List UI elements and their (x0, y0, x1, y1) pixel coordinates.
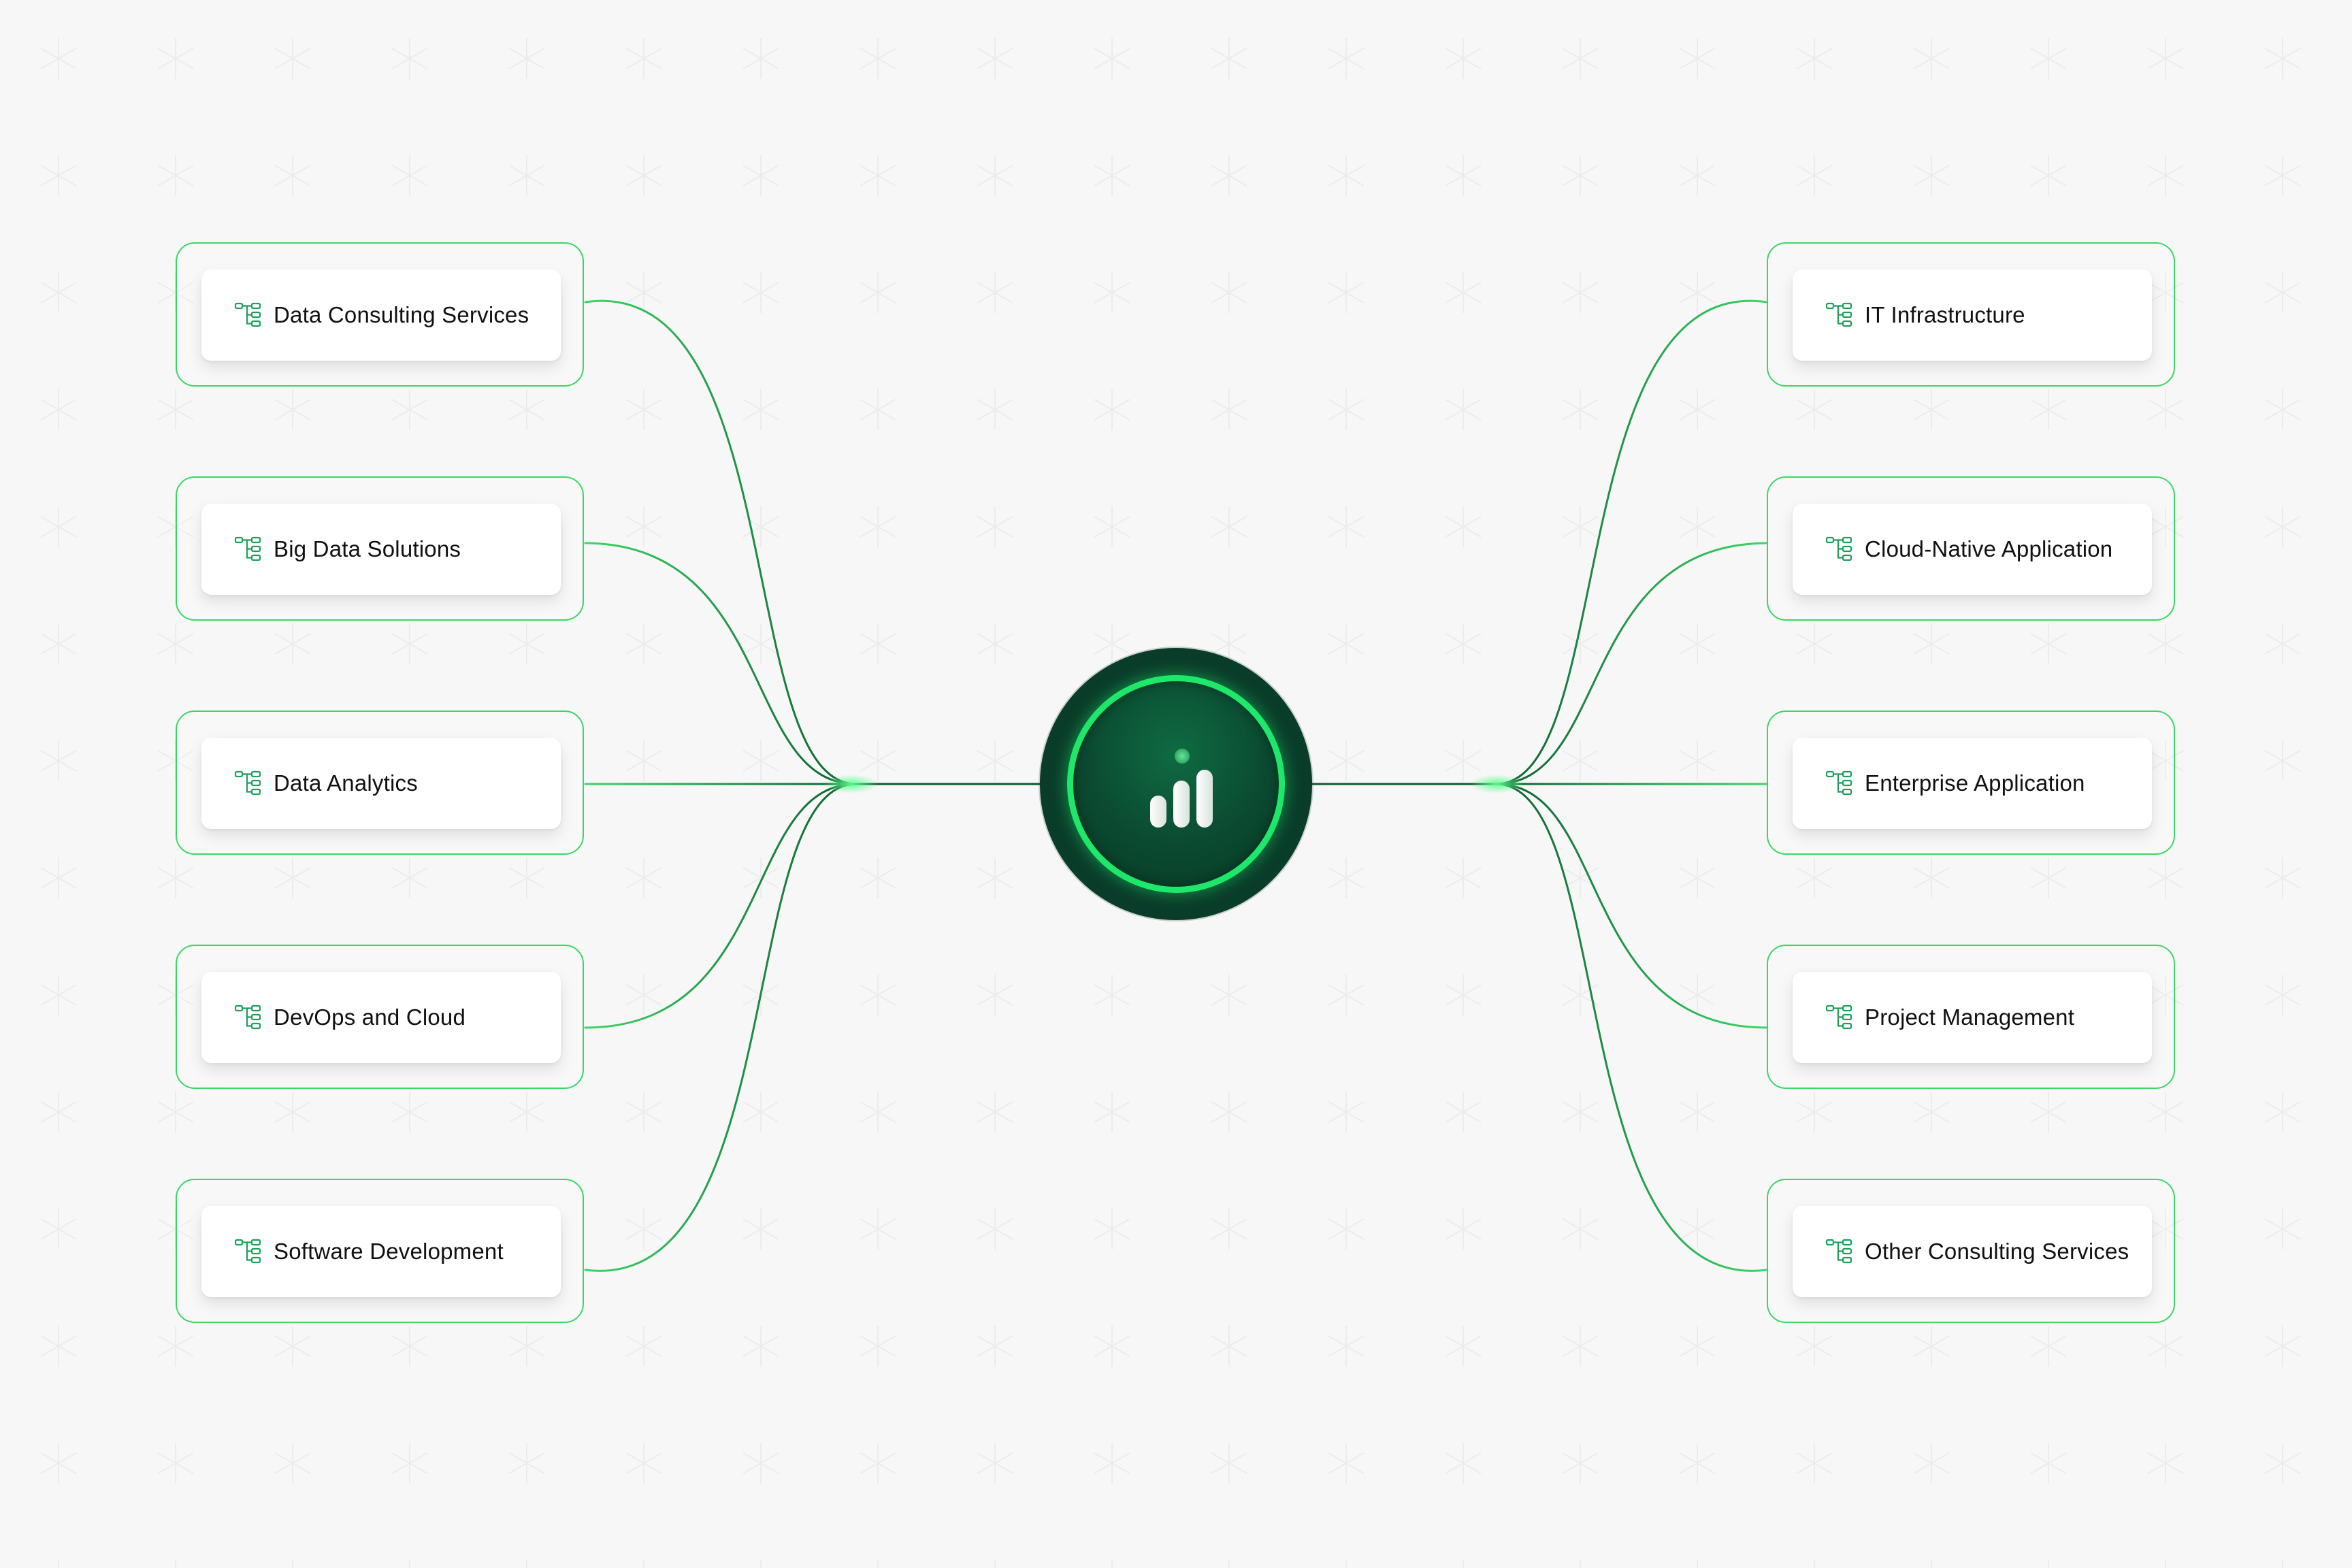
node-card[interactable]: Big Data Solutions (201, 504, 561, 595)
node-project-management: Project Management (1767, 945, 2175, 1089)
node-label: Data Analytics (274, 770, 418, 796)
hierarchy-icon (1825, 1004, 1852, 1030)
hub-ring (1067, 675, 1285, 893)
node-card[interactable]: DevOps and Cloud (201, 972, 561, 1063)
connector-devops-and-cloud (584, 783, 858, 1029)
connector-project-management (1494, 783, 1768, 1029)
connector-glow-right (1470, 774, 1524, 794)
node-label: Big Data Solutions (274, 536, 461, 561)
hierarchy-icon (1825, 770, 1852, 796)
node-software-development: Software Development (176, 1179, 584, 1323)
node-card[interactable]: Data Consulting Services (201, 270, 561, 361)
hierarchy-icon (1825, 536, 1852, 561)
node-card[interactable]: Cloud-Native Application (1793, 504, 2152, 595)
node-label: DevOps and Cloud (274, 1004, 466, 1030)
hierarchy-icon (234, 536, 261, 561)
hierarchy-icon (234, 1004, 261, 1030)
connector-data-consulting-services (584, 299, 858, 785)
hierarchy-icon (234, 1239, 261, 1264)
node-card[interactable]: Data Analytics (201, 738, 561, 829)
central-hub[interactable] (1040, 648, 1312, 920)
connector-it-infrastructure (1494, 299, 1768, 785)
hierarchy-icon (234, 302, 261, 327)
node-other-consulting-services: Other Consulting Services (1767, 1179, 2175, 1323)
connector-cloud-native-application (1494, 542, 1768, 785)
node-it-infrastructure: IT Infrastructure (1767, 242, 2175, 387)
connector-software-development (584, 783, 858, 1272)
node-label: Software Development (274, 1239, 504, 1264)
node-label: Data Consulting Services (274, 302, 529, 327)
node-card[interactable]: Project Management (1793, 972, 2152, 1063)
hierarchy-icon (234, 770, 261, 796)
node-label: Cloud-Native Application (1865, 536, 2113, 561)
node-enterprise-application: Enterprise Application (1767, 710, 2175, 855)
node-card[interactable]: Software Development (201, 1206, 561, 1297)
node-label: Enterprise Application (1865, 770, 2085, 796)
connector-other-consulting-services (1494, 783, 1768, 1272)
bar-chart-icon (1150, 749, 1213, 828)
connector-glow-left (823, 774, 878, 794)
node-label: IT Infrastructure (1865, 302, 2025, 327)
node-data-consulting-services: Data Consulting Services (176, 242, 584, 387)
hierarchy-icon (1825, 1239, 1852, 1264)
node-data-analytics: Data Analytics (176, 710, 584, 855)
hierarchy-icon (1825, 302, 1852, 327)
node-card[interactable]: Other Consulting Services (1793, 1206, 2152, 1297)
node-big-data-solutions: Big Data Solutions (176, 476, 584, 621)
connector-big-data-solutions (584, 542, 858, 785)
node-card[interactable]: Enterprise Application (1793, 738, 2152, 829)
node-label: Project Management (1865, 1004, 2075, 1030)
node-label: Other Consulting Services (1865, 1239, 2129, 1264)
node-devops-and-cloud: DevOps and Cloud (176, 945, 584, 1089)
node-card[interactable]: IT Infrastructure (1793, 270, 2152, 361)
node-cloud-native-application: Cloud-Native Application (1767, 476, 2175, 621)
